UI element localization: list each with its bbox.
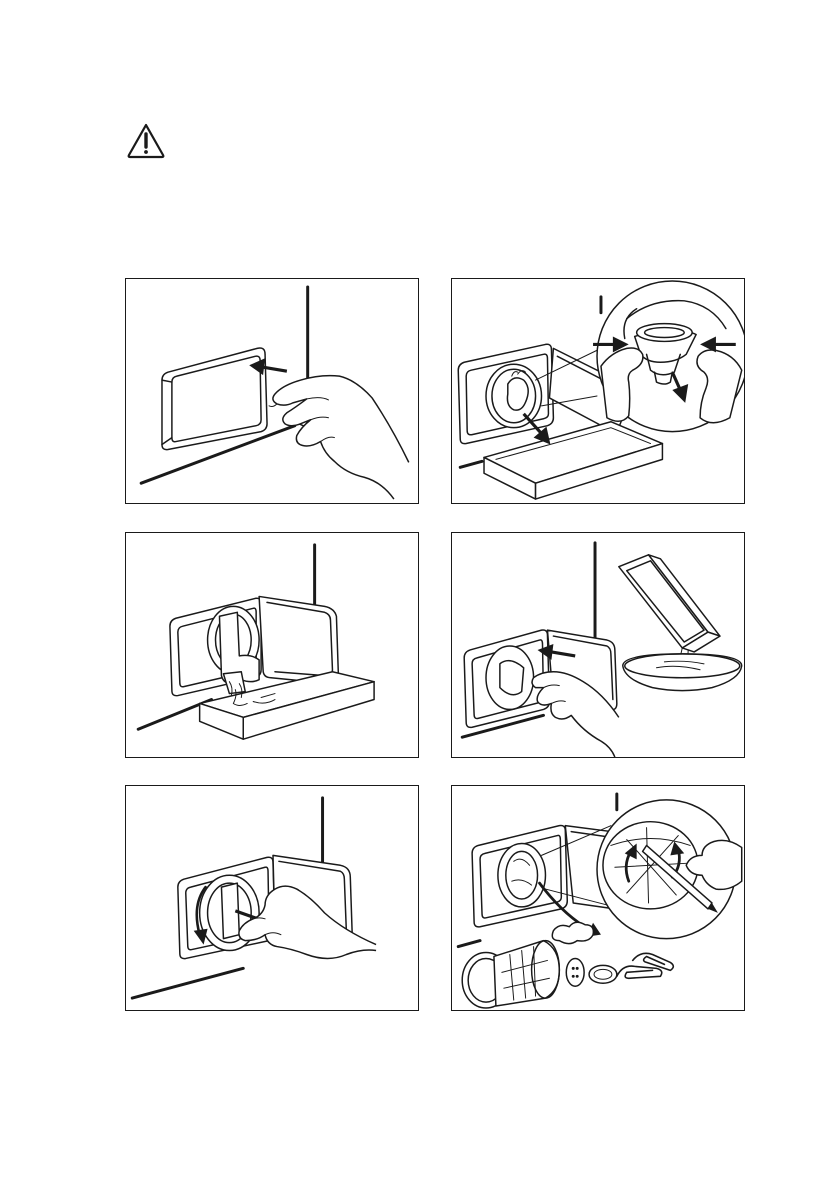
- step-6-clean-filter-figure: [451, 785, 745, 1011]
- step-3-drain-water-into-tray-figure: [125, 532, 419, 758]
- step-1-open-flap-figure: [125, 278, 419, 504]
- warning-triangle-icon: [126, 122, 166, 160]
- step-2-pull-drain-hose-figure: [451, 278, 745, 504]
- step-5-unscrew-pump-filter-figure: [125, 785, 419, 1011]
- step-4-empty-tray-into-bowl-figure: [451, 532, 745, 758]
